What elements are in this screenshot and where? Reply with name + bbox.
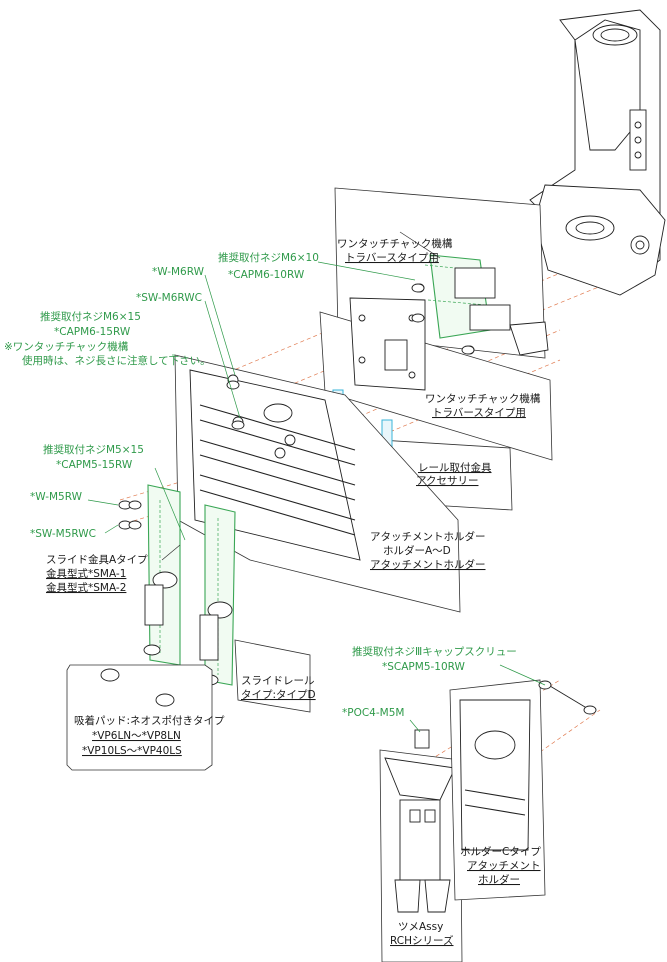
scapm5-10rw-label: *SCAPM5-10RW <box>382 661 466 673</box>
w-m6rw-label: *W-M6RW <box>152 266 205 278</box>
capm6-15rw-label: *CAPM6-15RW <box>54 326 131 338</box>
rail-bracket-label-line2: アクセサリー <box>416 475 478 487</box>
holder-c-label-line2: アタッチメント <box>467 860 541 872</box>
rail-bracket-label-line1: レール取付金具 <box>418 461 492 474</box>
vacuum-pad-label-line1: 吸着パッド:ネオスポ付きタイプ <box>74 714 225 727</box>
one-touch-top-label-line1: ワンタッチチャック機構 <box>337 237 453 250</box>
slide-fitting-a-right <box>199 504 236 686</box>
rec-screw-m5x15-label: 推奨取付ネジM5×15 <box>43 443 144 456</box>
claw-assy-assembly <box>379 729 463 962</box>
poc4-m5m-label: *POC4-M5M <box>342 707 404 719</box>
robot-arm <box>529 9 666 296</box>
holder-c-assembly <box>449 679 597 901</box>
attachment-holder-label-line1: アタッチメントホルダー <box>370 530 486 543</box>
leader-lines <box>87 231 546 733</box>
m6-screws <box>226 283 475 430</box>
holder-c-label-line3: ホルダー <box>478 873 520 886</box>
slide-fitting-a-label-line2: 金具型式*SMA-1 <box>46 567 126 580</box>
one-touch-note-line2: 使用時は、ネジ長さに注意して下さい。 <box>22 354 211 367</box>
capm5-15rw-label: *CAPM5-15RW <box>56 459 133 471</box>
sw-m6rwc-label: *SW-M6RWC <box>136 292 202 304</box>
rec-screw-cap-label: 推奨取付ネジⅢキャップスクリュー <box>352 645 517 658</box>
claw-assy-label-line1: ツメAssy <box>398 921 443 933</box>
claw-assy-label-line2: RCHシリーズ <box>390 934 453 947</box>
slide-fitting-a-label-line3: 金具型式*SMA-2 <box>46 581 126 594</box>
slide-fitting-a-label-line1: スライド金具Aタイプ <box>46 553 148 566</box>
rec-screw-m6x10-label: 推奨取付ネジM6×10 <box>218 251 319 264</box>
vacuum-pad-label-line2: *VP6LN～*VP8LN <box>92 730 181 742</box>
one-touch-mid-label-line1: ワンタッチチャック機構 <box>425 392 541 405</box>
rec-screw-m6x15-label: 推奨取付ネジM6×15 <box>40 310 141 323</box>
one-touch-top-label-line2: トラバースタイプ用 <box>345 252 439 264</box>
vacuum-pad-assembly <box>66 664 213 771</box>
attachment-holder-label-line2: ホルダーA～D <box>383 544 451 557</box>
one-touch-mid-label-line2: トラバースタイプ用 <box>432 407 526 419</box>
labels: ワンタッチチャック機構 トラバースタイプ用 推奨取付ネジM6×10 *CAPM6… <box>4 237 541 947</box>
attachment-holder-label-line3: アタッチメントホルダー <box>370 558 486 571</box>
slide-fitting-a-left <box>143 484 181 666</box>
m5-screws <box>118 500 142 530</box>
slide-rail-assembly <box>234 639 311 713</box>
capm6-10rw-label: *CAPM6-10RW <box>228 269 305 281</box>
sw-m5rwc-label: *SW-M5RWC <box>30 528 96 540</box>
vacuum-pad-label-line3: *VP10LS～*VP40LS <box>82 745 182 757</box>
slide-rail-label-line2: タイプ:タイプD <box>241 689 316 701</box>
one-touch-note-line1: ※ワンタッチチャック機構 <box>4 340 129 353</box>
slide-rail-label-line1: スライドレール <box>241 675 315 687</box>
w-m5rw-label: *W-M5RW <box>30 491 83 503</box>
one-touch-chuck-middle-assembly <box>319 297 553 461</box>
holder-c-label-line1: ホルダーCタイプ <box>460 845 541 858</box>
